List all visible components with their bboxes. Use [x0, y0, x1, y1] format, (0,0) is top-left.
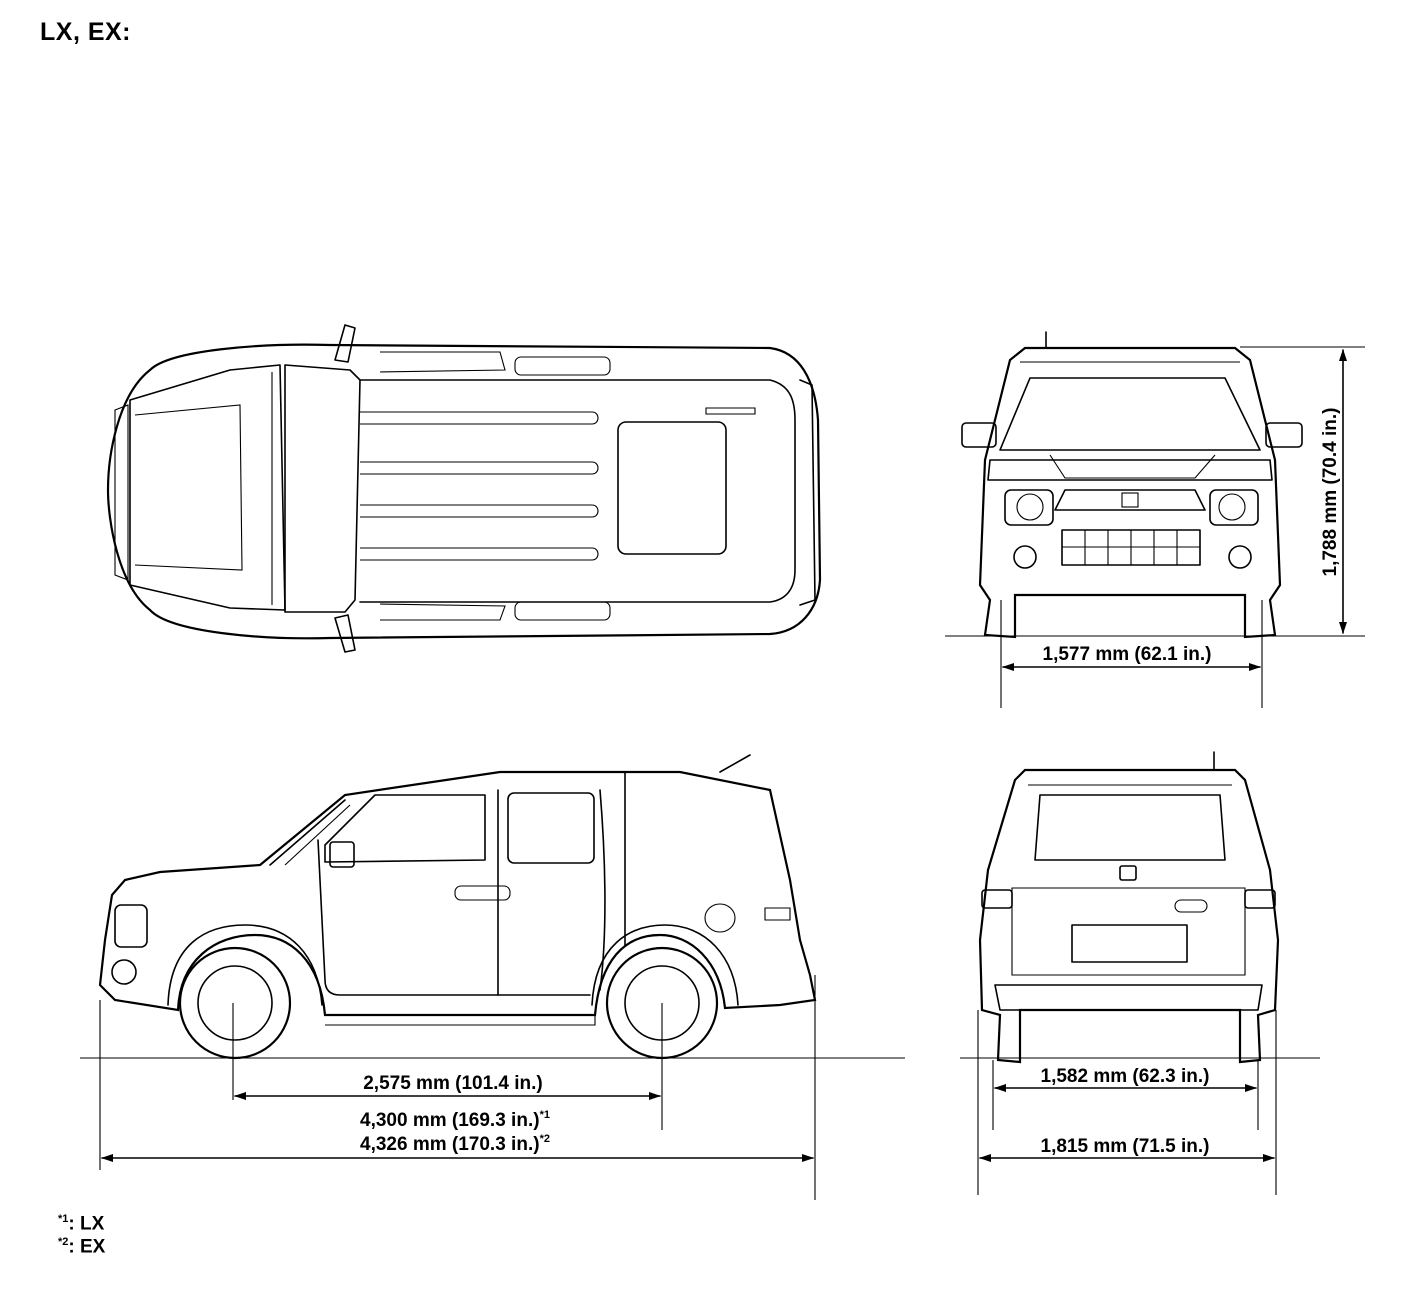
- length-lx-label: 4,300 mm (169.3 in.)*1: [360, 1109, 550, 1131]
- dimension-arrows: [101, 349, 1347, 1162]
- height-label: 1,788 mm (70.4 in.): [1320, 408, 1341, 577]
- side-view: [98, 754, 817, 1060]
- legend-item-lx: *1: LX: [58, 1213, 105, 1235]
- top-view: [106, 324, 822, 653]
- front-view: [961, 331, 1303, 639]
- page-title: LX, EX:: [40, 18, 132, 46]
- front-track-label: 1,577 mm (62.1 in.): [1043, 644, 1212, 665]
- rear-view: [978, 751, 1280, 1064]
- dimension-labels: 1,788 mm (70.4 in.) 1,577 mm (62.1 in.) …: [360, 408, 1341, 1157]
- overall-width-label: 1,815 mm (71.5 in.): [1041, 1136, 1210, 1157]
- reference-lines: [80, 346, 1365, 1200]
- wheelbase-label: 2,575 mm (101.4 in.): [363, 1073, 543, 1094]
- rear-track-label: 1,582 mm (62.3 in.): [1041, 1066, 1210, 1087]
- legend-item-ex: *2: EX: [58, 1236, 106, 1258]
- length-ex-label: 4,326 mm (170.3 in.)*2: [360, 1133, 550, 1155]
